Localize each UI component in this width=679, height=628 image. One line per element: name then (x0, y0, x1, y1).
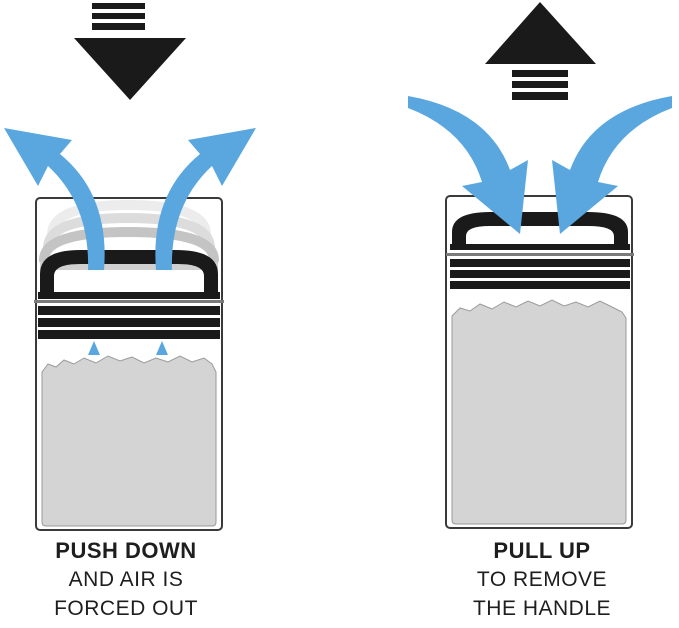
caption-line: AND AIR IS (68, 568, 184, 591)
small-air-arrow (88, 341, 100, 355)
lid-right (446, 244, 634, 289)
push-down-panel (4, 3, 256, 531)
caption-title: PUSH DOWN (55, 538, 197, 563)
lid-handle-right (452, 212, 628, 244)
caption-line: TO REMOVE (476, 568, 608, 591)
caption-pull-up: PULL UP TO REMOVE THE HANDLE (422, 536, 662, 623)
arrow-down-icon (74, 3, 186, 100)
contents-right (451, 299, 627, 525)
caption-title: PULL UP (493, 538, 591, 563)
air-out-arrows (4, 128, 256, 270)
small-air-arrow (156, 341, 168, 355)
caption-line: FORCED OUT (54, 597, 198, 620)
pull-up-panel (408, 2, 672, 529)
caption-push-down: PUSH DOWN AND AIR IS FORCED OUT (6, 536, 246, 623)
air-in-arrows (408, 96, 672, 234)
ghost-handles (39, 199, 219, 270)
lid-handle-left (40, 250, 218, 292)
contents-left (41, 355, 217, 527)
caption-line: THE HANDLE (472, 597, 612, 620)
arrow-up-icon (485, 2, 596, 100)
lid-left (34, 292, 224, 339)
